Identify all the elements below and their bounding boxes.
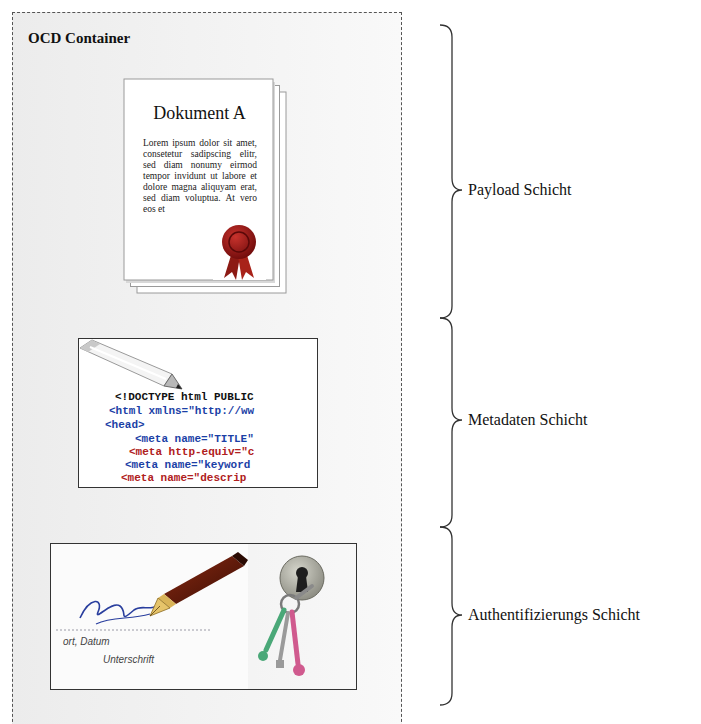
wax-seal (213, 218, 266, 280)
signature-picture (51, 544, 248, 689)
document-stack (124, 79, 286, 293)
layer-label: Authentifizierungs Schicht (468, 605, 640, 625)
pen-picture (79, 339, 317, 487)
document-page: Dokument A Lorem ipsum dolor sit amet, co… (124, 79, 273, 280)
code-line: <meta name="keyword (125, 459, 250, 472)
document-body: Lorem ipsum dolor sit amet, consetetur s… (143, 138, 257, 215)
code-line: <meta name="TITLE" (135, 433, 254, 446)
container-box: OCD ContainerDokument A Lorem ipsum dolor… (12, 12, 402, 724)
code-line: <head> (105, 419, 145, 432)
container-ground (12, 12, 402, 724)
brace (440, 25, 462, 705)
signature-field-label: Unterschrift (103, 654, 154, 666)
keys-picture (258, 556, 324, 676)
code-line: <html xmlns="http://ww (109, 405, 254, 418)
container-title: OCD Container (28, 29, 130, 47)
code-line: <meta http-equiv="c (129, 446, 254, 459)
authentication-box: ort, DatumUnterschrift (50, 543, 357, 690)
metadata-box: <!DOCTYPE html PUBLIC<html xmlns="http:/… (78, 338, 318, 488)
layer-label: Payload Schicht (468, 180, 572, 200)
document-title: Dokument A (125, 102, 274, 124)
signature-field-label: ort, Datum (63, 636, 110, 648)
code-line: <!DOCTYPE html PUBLIC (115, 391, 254, 404)
code-line: <meta name="descrip (121, 472, 246, 485)
layer-label: Metadaten Schicht (468, 410, 588, 430)
